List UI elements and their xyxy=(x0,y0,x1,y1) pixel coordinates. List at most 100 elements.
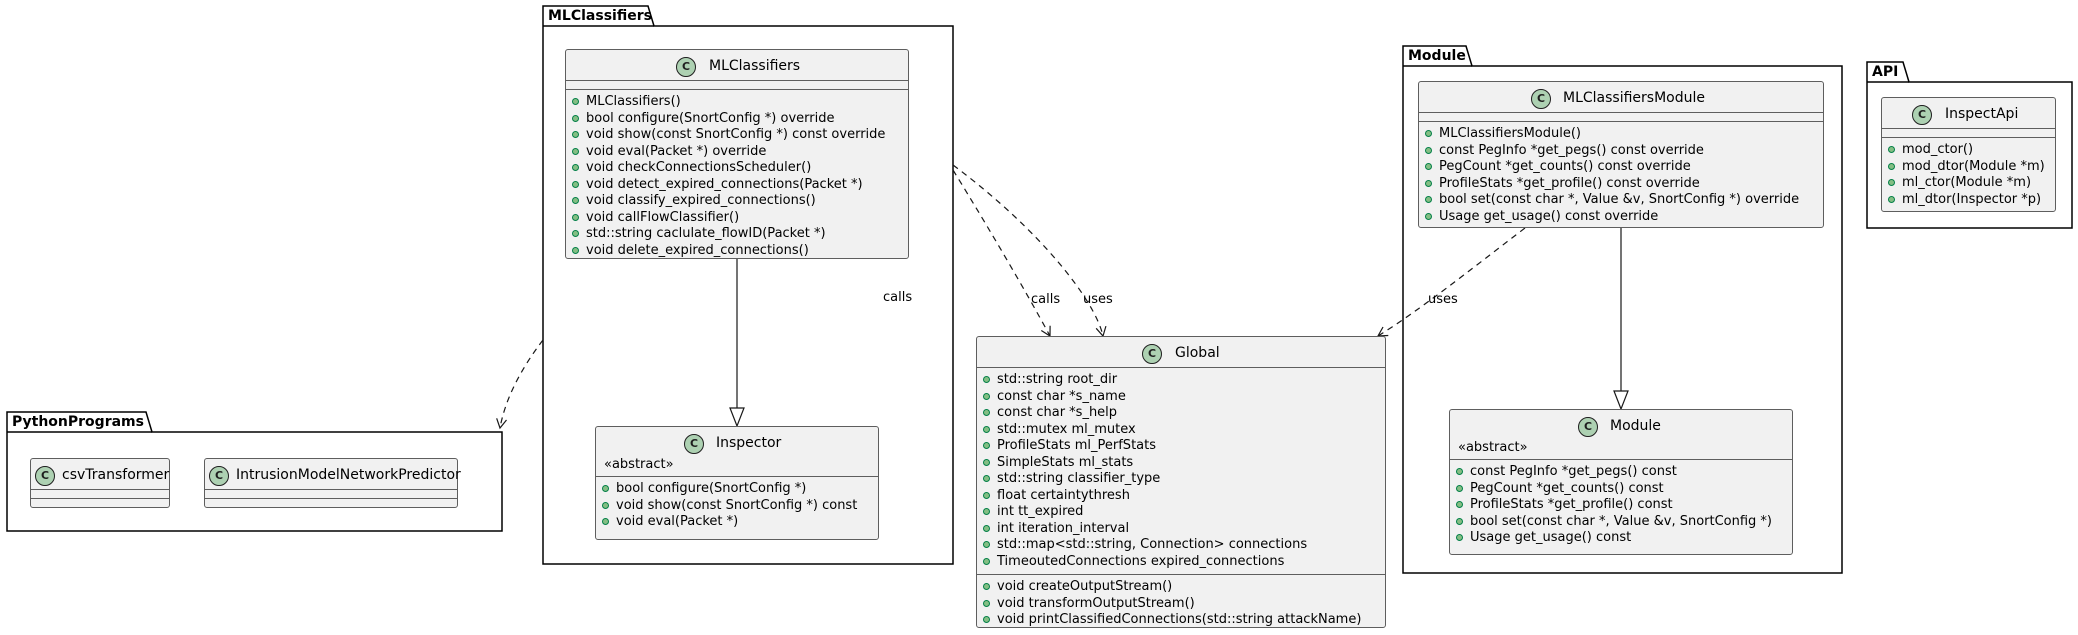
public-visibility-icon xyxy=(572,147,579,155)
method-row: void createOutputStream() xyxy=(977,579,1385,596)
field-row: const char *s_help xyxy=(977,405,1385,422)
fields-section: std::string root_dir const char *s_name … xyxy=(977,367,1385,574)
package-module-frame xyxy=(1402,45,1843,574)
method-row: bool configure(SnortConfig *) xyxy=(596,481,878,498)
method-row: PegCount *get_counts() const xyxy=(1450,481,1792,498)
stereotype-abstract: «abstract» xyxy=(1458,440,1528,455)
public-visibility-icon xyxy=(572,114,579,122)
method-row: MLClassifiersModule() xyxy=(1419,126,1823,143)
fields-section xyxy=(31,489,169,498)
public-visibility-icon xyxy=(983,491,990,499)
class-name: csvTransformer xyxy=(62,467,170,483)
method-row: void checkConnectionsScheduler() xyxy=(566,160,908,177)
stereotype-abstract: «abstract» xyxy=(604,457,674,472)
public-visibility-icon xyxy=(572,180,579,188)
methods-section: MLClassifiers() bool configure(SnortConf… xyxy=(566,89,908,263)
method-row: const PegInfo *get_pegs() const override xyxy=(1419,143,1823,160)
edge-mlclassifiers-uses-global xyxy=(952,164,1107,338)
public-visibility-icon xyxy=(983,475,990,482)
method-row: void callFlowClassifier() xyxy=(566,210,908,227)
field-row: ProfileStats ml_PerfStats xyxy=(977,438,1385,455)
method-row: bool set(const char *, Value &v, SnortCo… xyxy=(1450,514,1792,531)
field-row: std::map<std::string, Connection> connec… xyxy=(977,537,1385,554)
class-icon: C xyxy=(676,57,696,77)
class-mlclassifiers[interactable]: C MLClassifiers MLClassifiers() bool con… xyxy=(565,49,909,259)
method-row: bool configure(SnortConfig *) override xyxy=(566,111,908,128)
class-name: IntrusionModelNetworkPredictor xyxy=(236,467,461,483)
class-icon: C xyxy=(1142,344,1162,364)
public-visibility-icon xyxy=(983,508,990,515)
public-visibility-icon xyxy=(983,583,990,590)
methods-section xyxy=(205,498,457,507)
public-visibility-icon xyxy=(572,246,579,254)
field-row: int tt_expired xyxy=(977,504,1385,521)
public-visibility-icon xyxy=(983,541,990,548)
method-row: void eval(Packet *) xyxy=(596,514,878,531)
method-row: mod_dtor(Module *m) xyxy=(1882,159,2055,176)
method-row: Usage get_usage() const override xyxy=(1419,209,1823,226)
edge-mlclassifiersmodule-extends-module xyxy=(1613,228,1629,411)
public-visibility-icon xyxy=(602,485,609,492)
class-inspector[interactable]: C Inspector «abstract» bool configure(Sn… xyxy=(595,426,879,540)
method-row: ml_ctor(Module *m) xyxy=(1882,175,2055,192)
package-module-label: Module xyxy=(1408,48,1466,64)
field-row: TimeoutedConnections expired_connections xyxy=(977,554,1385,571)
method-row: void classify_expired_connections() xyxy=(566,193,908,210)
method-row: void show(const SnortConfig *) const ove… xyxy=(566,127,908,144)
public-visibility-icon xyxy=(1425,179,1432,187)
method-row: void transformOutputStream() xyxy=(977,596,1385,613)
method-row: void eval(Packet *) override xyxy=(566,144,908,161)
public-visibility-icon xyxy=(1888,179,1895,186)
public-visibility-icon xyxy=(1456,517,1463,525)
class-icon: C xyxy=(1531,89,1551,109)
public-visibility-icon xyxy=(983,616,990,623)
public-visibility-icon xyxy=(1425,163,1432,170)
methods-section: MLClassifiersModule() const PegInfo *get… xyxy=(1419,121,1823,229)
method-row: void delete_expired_connections() xyxy=(566,243,908,260)
field-row: int iteration_interval xyxy=(977,521,1385,538)
public-visibility-icon xyxy=(983,458,990,466)
method-row: std::string caclulate_flowID(Packet *) xyxy=(566,226,908,243)
public-visibility-icon xyxy=(1888,146,1895,153)
public-visibility-icon xyxy=(1456,484,1463,492)
method-row: ProfileStats *get_profile() const xyxy=(1450,497,1792,514)
public-visibility-icon xyxy=(1456,501,1463,508)
class-module[interactable]: C Module «abstract» const PegInfo *get_p… xyxy=(1449,409,1793,555)
fields-section xyxy=(205,489,457,498)
class-global[interactable]: C Global std::string root_dir const char… xyxy=(976,336,1386,628)
class-name: Module xyxy=(1610,418,1661,434)
public-visibility-icon xyxy=(572,131,579,138)
class-icon: C xyxy=(684,434,704,454)
public-visibility-icon xyxy=(983,557,990,565)
method-row: void detect_expired_connections(Packet *… xyxy=(566,177,908,194)
public-visibility-icon xyxy=(1425,196,1432,203)
edge-mlclassifiersmodule-uses-global xyxy=(1376,227,1526,337)
public-visibility-icon xyxy=(572,164,579,171)
method-row: ml_dtor(Inspector *p) xyxy=(1882,192,2055,209)
methods-section: bool configure(SnortConfig *) void show(… xyxy=(596,476,878,535)
class-icon: C xyxy=(1578,417,1598,437)
public-visibility-icon xyxy=(983,392,990,400)
method-row: MLClassifiers() xyxy=(566,94,908,111)
public-visibility-icon xyxy=(602,518,609,525)
package-pythonprograms-frame xyxy=(6,411,503,532)
methods-section: const PegInfo *get_pegs() const PegCount… xyxy=(1450,459,1792,551)
package-mlclassifiers-frame xyxy=(542,5,954,565)
methods-section: void createOutputStream() void transform… xyxy=(977,574,1385,633)
public-visibility-icon xyxy=(1456,468,1463,475)
public-visibility-icon xyxy=(572,197,579,204)
class-name: MLClassifiersModule xyxy=(1563,90,1705,106)
methods-section: mod_ctor() mod_dtor(Module *m) ml_ctor(M… xyxy=(1882,137,2055,212)
class-icon: C xyxy=(209,466,229,486)
edge-label-calls-floating: calls xyxy=(883,290,913,305)
class-intrusionmodelnetworkpredictor[interactable]: C IntrusionModelNetworkPredictor xyxy=(204,458,461,508)
public-visibility-icon xyxy=(1425,146,1432,154)
method-row: ProfileStats *get_profile() const overri… xyxy=(1419,176,1823,193)
public-visibility-icon xyxy=(983,599,990,607)
class-inspectapi[interactable]: C InspectApi mod_ctor() mod_dtor(Module … xyxy=(1881,97,2056,212)
method-row: const PegInfo *get_pegs() const xyxy=(1450,464,1792,481)
fields-section xyxy=(1882,128,2055,137)
class-mlclassifiersmodule[interactable]: C MLClassifiersModule MLClassifiersModul… xyxy=(1418,81,1824,228)
class-csvtransformer[interactable]: C csvTransformer xyxy=(30,458,170,508)
